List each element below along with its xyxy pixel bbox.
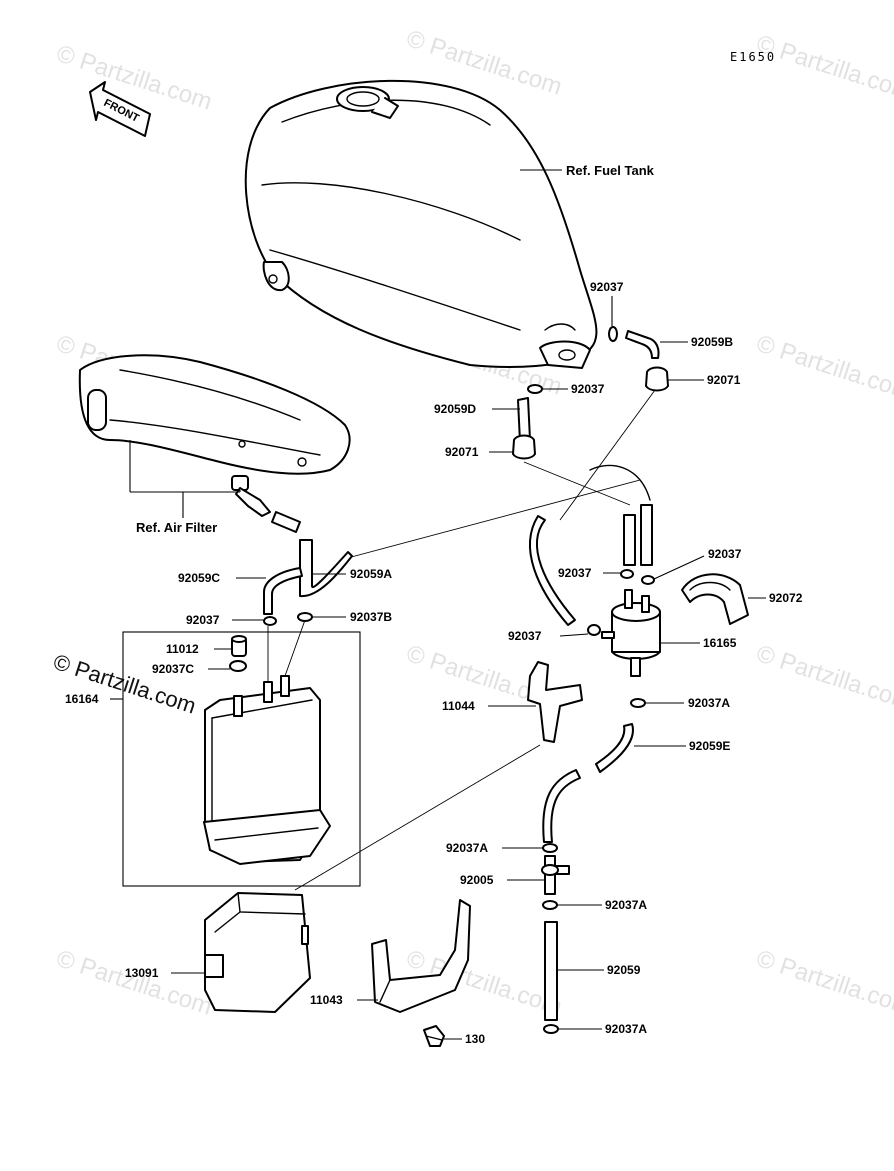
clamp-92037-mid bbox=[527, 384, 543, 394]
part-label: 92059 bbox=[607, 963, 641, 977]
watermark-text: © Partzilla.com bbox=[753, 330, 894, 406]
part-label: 92037B bbox=[350, 610, 392, 624]
vent-hose bbox=[589, 464, 651, 501]
bracket-11043 bbox=[371, 899, 471, 1013]
hose-short-b bbox=[640, 504, 653, 566]
part-label: 92037A bbox=[446, 841, 488, 855]
part-label: 92037A bbox=[688, 696, 730, 710]
diagram-code: E1650 bbox=[730, 50, 776, 64]
part-label: 92037 bbox=[508, 629, 542, 643]
fuel-tank bbox=[244, 79, 598, 369]
hose-92059c bbox=[263, 567, 303, 615]
part-label: 92037 bbox=[571, 382, 605, 396]
part-label: 92059A bbox=[350, 567, 392, 581]
part-label: 92072 bbox=[769, 591, 803, 605]
clamp-92037a-3 bbox=[542, 900, 558, 910]
part-label: 92037 bbox=[186, 613, 220, 627]
watermark-text: © Partzilla.com bbox=[753, 640, 894, 716]
hose-92059b bbox=[625, 330, 660, 359]
part-label: 92071 bbox=[445, 445, 479, 459]
cap-11012 bbox=[231, 635, 247, 657]
clamp-92037a-4 bbox=[543, 1024, 559, 1034]
hose-92059 bbox=[544, 921, 558, 1021]
clamp-92037-left bbox=[263, 616, 277, 626]
ref-air-filter: Ref. Air Filter bbox=[136, 520, 217, 535]
clamp-92037a-1 bbox=[630, 698, 646, 708]
dashed-guide bbox=[339, 479, 641, 561]
part-label: 92037 bbox=[590, 280, 624, 294]
watermark-text: © Partzilla.com bbox=[753, 30, 894, 106]
part-label: 130 bbox=[465, 1032, 485, 1046]
part-label: 92005 bbox=[460, 873, 494, 887]
part-label: 92059E bbox=[689, 739, 730, 753]
part-label: 13091 bbox=[125, 966, 159, 980]
part-label: 11044 bbox=[442, 699, 475, 713]
part-label: 92037C bbox=[152, 662, 194, 676]
band-92072 bbox=[681, 573, 749, 625]
clamp-92037a-2 bbox=[542, 843, 558, 853]
canister-16164 bbox=[203, 619, 331, 865]
part-label: 92037A bbox=[605, 898, 647, 912]
clamp-92037-r3 bbox=[587, 624, 601, 636]
part-label: 92037A bbox=[605, 1022, 647, 1036]
hose-92059e-lower bbox=[542, 769, 581, 843]
bracket-11044 bbox=[527, 661, 583, 743]
part-label: 92037 bbox=[558, 566, 592, 580]
part-label: 92059B bbox=[691, 335, 733, 349]
part-label: 92059D bbox=[434, 402, 476, 416]
bolt-130 bbox=[423, 1025, 445, 1047]
clamp-92037-r1 bbox=[620, 569, 634, 579]
part-label: 92059C bbox=[178, 571, 220, 585]
clamp-92037c bbox=[229, 660, 247, 672]
watermark-text: © Partzilla.com bbox=[753, 945, 894, 1021]
t-joint-92005 bbox=[541, 855, 570, 895]
part-label: 16165 bbox=[703, 636, 737, 650]
part-labels: 92037 92059B 92037 92071 92059D 92071 92… bbox=[65, 280, 803, 1046]
hose-short-a bbox=[623, 514, 636, 566]
grommet-92071-left bbox=[512, 434, 536, 460]
hose-92059a bbox=[299, 539, 353, 598]
dashed-guide bbox=[523, 461, 631, 506]
hose-92059-curve bbox=[529, 515, 576, 626]
watermark-text: © Partzilla.com bbox=[53, 40, 215, 116]
canister-assembly-outline bbox=[122, 631, 361, 887]
clamp-92037-r2 bbox=[641, 575, 655, 585]
clamp-92037b bbox=[297, 612, 313, 622]
watermark-text: © Partzilla.com bbox=[53, 945, 215, 1021]
air-filter-housing bbox=[78, 354, 351, 533]
part-label: 11043 bbox=[310, 993, 343, 1007]
dashed-guide bbox=[559, 389, 656, 521]
part-label: 16164 bbox=[65, 692, 99, 706]
ref-fuel-tank: Ref. Fuel Tank bbox=[566, 163, 655, 178]
part-label: 11012 bbox=[166, 642, 199, 656]
grommet-92071-right bbox=[645, 366, 669, 392]
air-filter-ref-bracket bbox=[129, 440, 241, 518]
clamp-92037-top bbox=[608, 326, 618, 342]
watermark-text-dark: © Partzilla.com bbox=[50, 649, 199, 719]
case-13091 bbox=[204, 744, 541, 1013]
part-label: 92037 bbox=[708, 547, 742, 561]
separator-16165 bbox=[601, 589, 661, 677]
hose-92059e bbox=[595, 723, 634, 773]
leader-lines bbox=[110, 296, 766, 1040]
part-label: 92071 bbox=[707, 373, 741, 387]
